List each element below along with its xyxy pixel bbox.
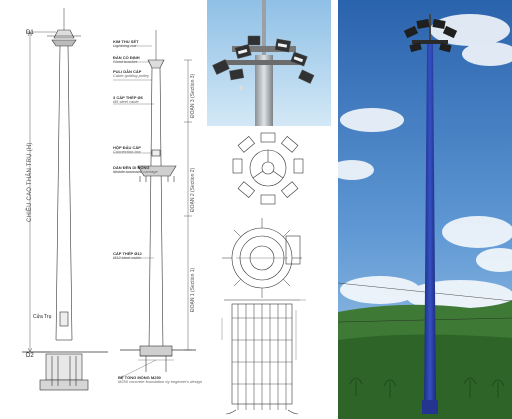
- callout-vi: HỘP ĐẤU CÁP: [113, 145, 141, 150]
- callout-en: Lightning rod: [113, 43, 137, 49]
- crown-photo: [207, 0, 331, 126]
- section-drawing: [113, 30, 196, 379]
- callout-vi: CÁP THÉP Ø12: [113, 251, 142, 256]
- callout-luminaire-carriage: DÀN ĐÈN DI ĐỘNG Mobile luminaire carriag…: [113, 165, 158, 175]
- callout-cable-pulley: PULI DẪN CÁP Cable guiding pulley: [113, 69, 150, 79]
- callout-en: Fixed bracket: [113, 59, 138, 65]
- callout-en: Mobile luminaire carriage: [113, 169, 158, 175]
- height-label: CHIỀU CAO THÂN TRỤ (H): [27, 142, 33, 222]
- d2-label: D2: [26, 353, 34, 359]
- callout-vi: PULI DẪN CÁP: [113, 69, 142, 74]
- crown-plan-view: [232, 132, 304, 205]
- pole-photo: [330, 0, 512, 419]
- callout-en: Ø6 steel cable: [113, 99, 139, 105]
- callout-connection-box: HỘP ĐẤU CÁP Connection box: [113, 145, 141, 155]
- callout-lightning-rod: KIM THU SÉT Lightning rod: [113, 39, 139, 49]
- callout-steel-cable-6: 3 CÁP THÉP Ø6 Ø6 steel cable: [113, 95, 143, 105]
- anchor-cage-detail: [221, 299, 306, 415]
- foundation-vi: BỆ TỐNG MÓNG M250: [118, 375, 161, 380]
- section-3-label: ĐOẠN 3 (Section 3): [190, 73, 196, 118]
- base-flange-plan: [222, 218, 302, 298]
- d1-label: D1: [26, 30, 34, 36]
- callout-fixed-bracket: ĐÀN CỐ ĐỊNH Fixed bracket: [113, 55, 140, 65]
- callout-vi: ĐÀN CỐ ĐỊNH: [113, 55, 140, 60]
- callout-vi: KIM THU SÉT: [113, 39, 139, 44]
- foundation-label: BỆ TỐNG MÓNG M250 M250 concrete foundati…: [118, 375, 202, 385]
- callout-en: Ø12 steel cable: [113, 255, 141, 261]
- elevation-drawing: [22, 8, 108, 391]
- callout-vi: DÀN ĐÈN DI ĐỘNG: [113, 165, 150, 170]
- foundation-en: M250 concrete foundation by engineer's d…: [118, 379, 202, 385]
- section-2-label: ĐOẠN 2 (Section 2): [190, 167, 196, 212]
- door-label: Cửa Trụ: [33, 314, 52, 320]
- callout-en: Connection box: [113, 149, 141, 155]
- section-1-label: ĐOẠN 1 (Section 1): [190, 267, 196, 312]
- callout-steel-cable-12: CÁP THÉP Ø12 Ø12 steel cable: [113, 251, 142, 261]
- callout-vi: 3 CÁP THÉP Ø6: [113, 95, 143, 100]
- callout-en: Cable guiding pulley: [113, 73, 150, 79]
